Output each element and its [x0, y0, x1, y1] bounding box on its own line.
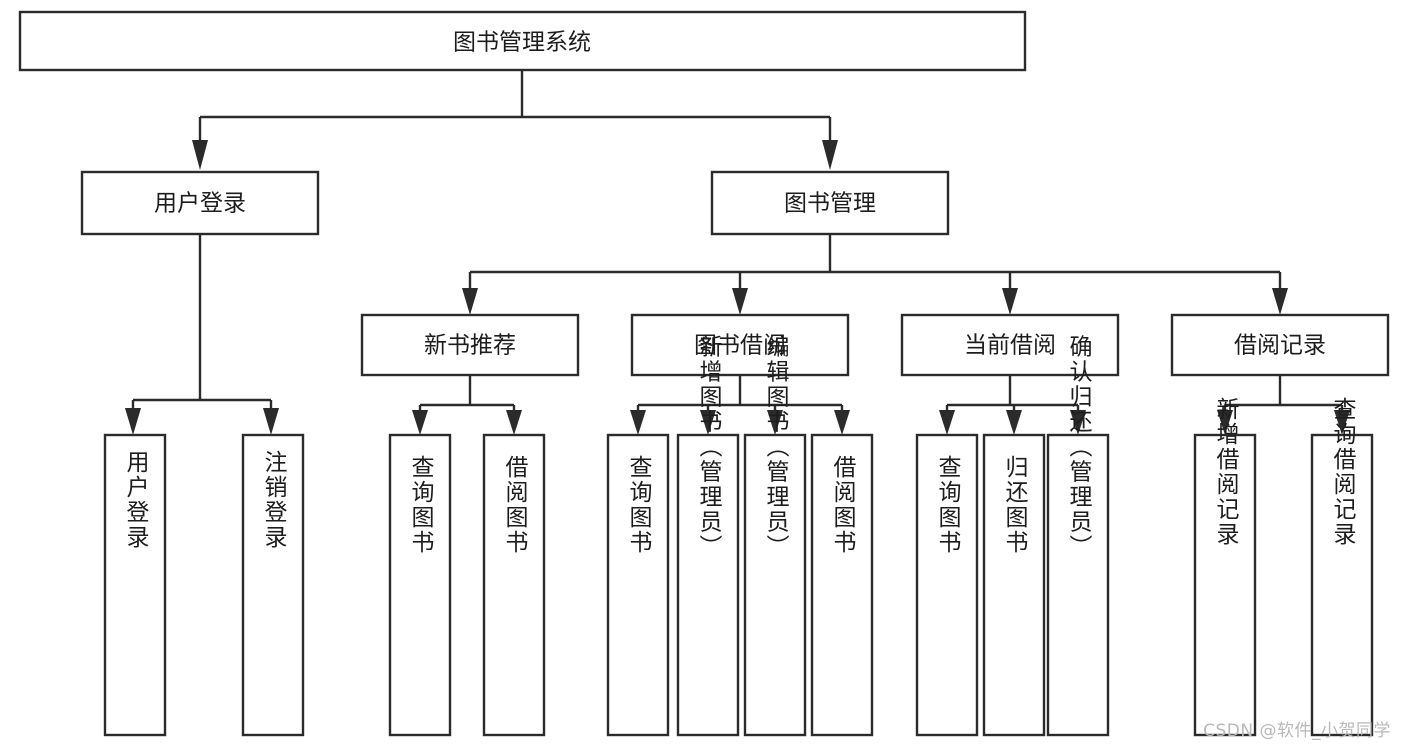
leaf-tsjy-add-book-admin[interactable]: 新增图书（管理员） — [676, 335, 740, 737]
node-borrow-record-rect — [1170, 313, 1390, 377]
leaf-logout-label: 注销登录 — [260, 450, 288, 550]
leaf-jyjl-add-record-label: 新增借阅记录 — [1212, 397, 1240, 547]
leaf-jyjl-query-record[interactable]: 查询借阅记录 — [1310, 397, 1374, 737]
arrow-head-dqjy-return — [1006, 410, 1022, 435]
leaf-logout[interactable]: 注销登录 — [241, 433, 305, 737]
leaf-tsjy-edit-book-admin-label: 编辑图书（管理员） — [762, 335, 790, 560]
node-borrow-record[interactable]: 借阅记录 — [1170, 313, 1390, 377]
leaf-tsjy-query-books-label: 查询图书 — [625, 455, 653, 555]
arrow-head-user-login — [192, 140, 208, 170]
leaf-nbr-borrow-books[interactable]: 借阅图书 — [482, 433, 546, 737]
arrow-head-tsjy-query — [630, 410, 646, 435]
node-current-borrow-rect — [900, 313, 1120, 377]
arrow-head-nbr-query — [412, 410, 428, 435]
node-book-borrow-rect — [630, 313, 850, 377]
node-user-login[interactable]: 用户登录 — [80, 170, 320, 236]
leaf-user-login-label: 用户登录 — [122, 450, 150, 550]
leaf-tsjy-query-books[interactable]: 查询图书 — [606, 433, 670, 737]
leaf-tsjy-edit-book-admin[interactable]: 编辑图书（管理员） — [743, 335, 807, 737]
connector-layer — [125, 70, 1350, 435]
leaf-dqjy-query-books-label: 查询图书 — [934, 455, 962, 555]
arrow-head-tsjy-edit — [767, 410, 783, 435]
leaf-nbr-query-books[interactable]: 查询图书 — [388, 433, 452, 737]
arrow-head-nbr-borrow — [506, 410, 522, 435]
node-book-management-label: 图书管理 — [784, 191, 876, 217]
leaf-jyjl-add-record[interactable]: 新增借阅记录 — [1193, 397, 1257, 737]
leaf-nbr-query-books-rect — [388, 433, 452, 737]
leaf-dqjy-return-books-rect — [982, 433, 1046, 737]
leaf-jyjl-query-record-rect — [1310, 433, 1374, 737]
leaf-tsjy-query-books-rect — [606, 433, 670, 737]
node-user-login-label: 用户登录 — [154, 191, 246, 217]
node-root-label: 图书管理系统 — [453, 30, 591, 56]
leaf-dqjy-return-books-label: 归还图书 — [1001, 455, 1029, 555]
arrow-head-jyjl-query — [1334, 410, 1350, 435]
arrow-head-leaf-logout — [263, 408, 279, 435]
arrow-head-tsjy-borrow — [834, 410, 850, 435]
leaf-nbr-borrow-books-rect — [482, 433, 546, 737]
leaf-tsjy-borrow-books[interactable]: 借阅图书 — [810, 433, 874, 737]
arrow-head-dqjy-confirm — [1070, 410, 1086, 435]
leaf-dqjy-confirm-return-admin[interactable]: 确认归还（管理员） — [1046, 335, 1110, 737]
leaf-logout-rect — [241, 433, 305, 737]
node-user-login-rect — [80, 170, 320, 236]
node-current-borrow-label: 当前借阅 — [964, 333, 1056, 359]
node-new-book-recommend[interactable]: 新书推荐 — [360, 313, 580, 377]
arrow-head-current-borrow — [1002, 288, 1018, 315]
node-book-borrow-label: 图书借阅 — [694, 333, 786, 359]
node-book-management[interactable]: 图书管理 — [710, 170, 950, 236]
leaf-tsjy-add-book-admin-rect — [676, 433, 740, 737]
leaf-user-login-rect — [103, 433, 167, 737]
arrow-head-dqjy-query — [939, 410, 955, 435]
node-root-rect — [18, 10, 1027, 72]
leaf-tsjy-edit-book-admin-rect — [743, 433, 807, 737]
node-book-management-rect — [710, 170, 950, 236]
node-new-book-recommend-rect — [360, 313, 580, 377]
leaf-jyjl-add-record-rect — [1193, 433, 1257, 737]
leaf-user-login[interactable]: 用户登录 — [103, 433, 167, 737]
arrow-head-jyjl-add — [1217, 410, 1233, 435]
arrow-head-borrow-record — [1272, 288, 1288, 315]
leaf-dqjy-return-books[interactable]: 归还图书 — [982, 433, 1046, 737]
arrow-head-book-manage — [822, 140, 838, 170]
leaf-tsjy-borrow-books-rect — [810, 433, 874, 737]
arrow-head-new-book-rec — [462, 288, 478, 315]
node-borrow-record-label: 借阅记录 — [1234, 333, 1326, 359]
arrow-head-tsjy-add — [700, 410, 716, 435]
node-book-borrow[interactable]: 图书借阅 — [630, 313, 850, 377]
leaf-dqjy-query-books[interactable]: 查询图书 — [915, 433, 979, 737]
leaf-jyjl-query-record-label: 查询借阅记录 — [1329, 397, 1357, 547]
leaf-dqjy-confirm-return-admin-rect — [1046, 433, 1110, 737]
node-current-borrow[interactable]: 当前借阅 — [900, 313, 1120, 377]
leaf-dqjy-confirm-return-admin-label: 确认归还（管理员） — [1065, 335, 1093, 560]
leaf-nbr-borrow-books-label: 借阅图书 — [501, 455, 529, 555]
arrow-head-leaf-user-login — [125, 408, 141, 435]
leaf-nbr-query-books-label: 查询图书 — [407, 455, 435, 555]
leaf-tsjy-add-book-admin-label: 新增图书（管理员） — [695, 335, 723, 560]
arrow-head-book-borrow — [732, 288, 748, 315]
node-root-system[interactable]: 图书管理系统 — [18, 10, 1027, 72]
leaf-dqjy-query-books-rect — [915, 433, 979, 737]
node-new-book-recommend-label: 新书推荐 — [424, 333, 516, 359]
leaf-tsjy-borrow-books-label: 借阅图书 — [829, 455, 857, 555]
